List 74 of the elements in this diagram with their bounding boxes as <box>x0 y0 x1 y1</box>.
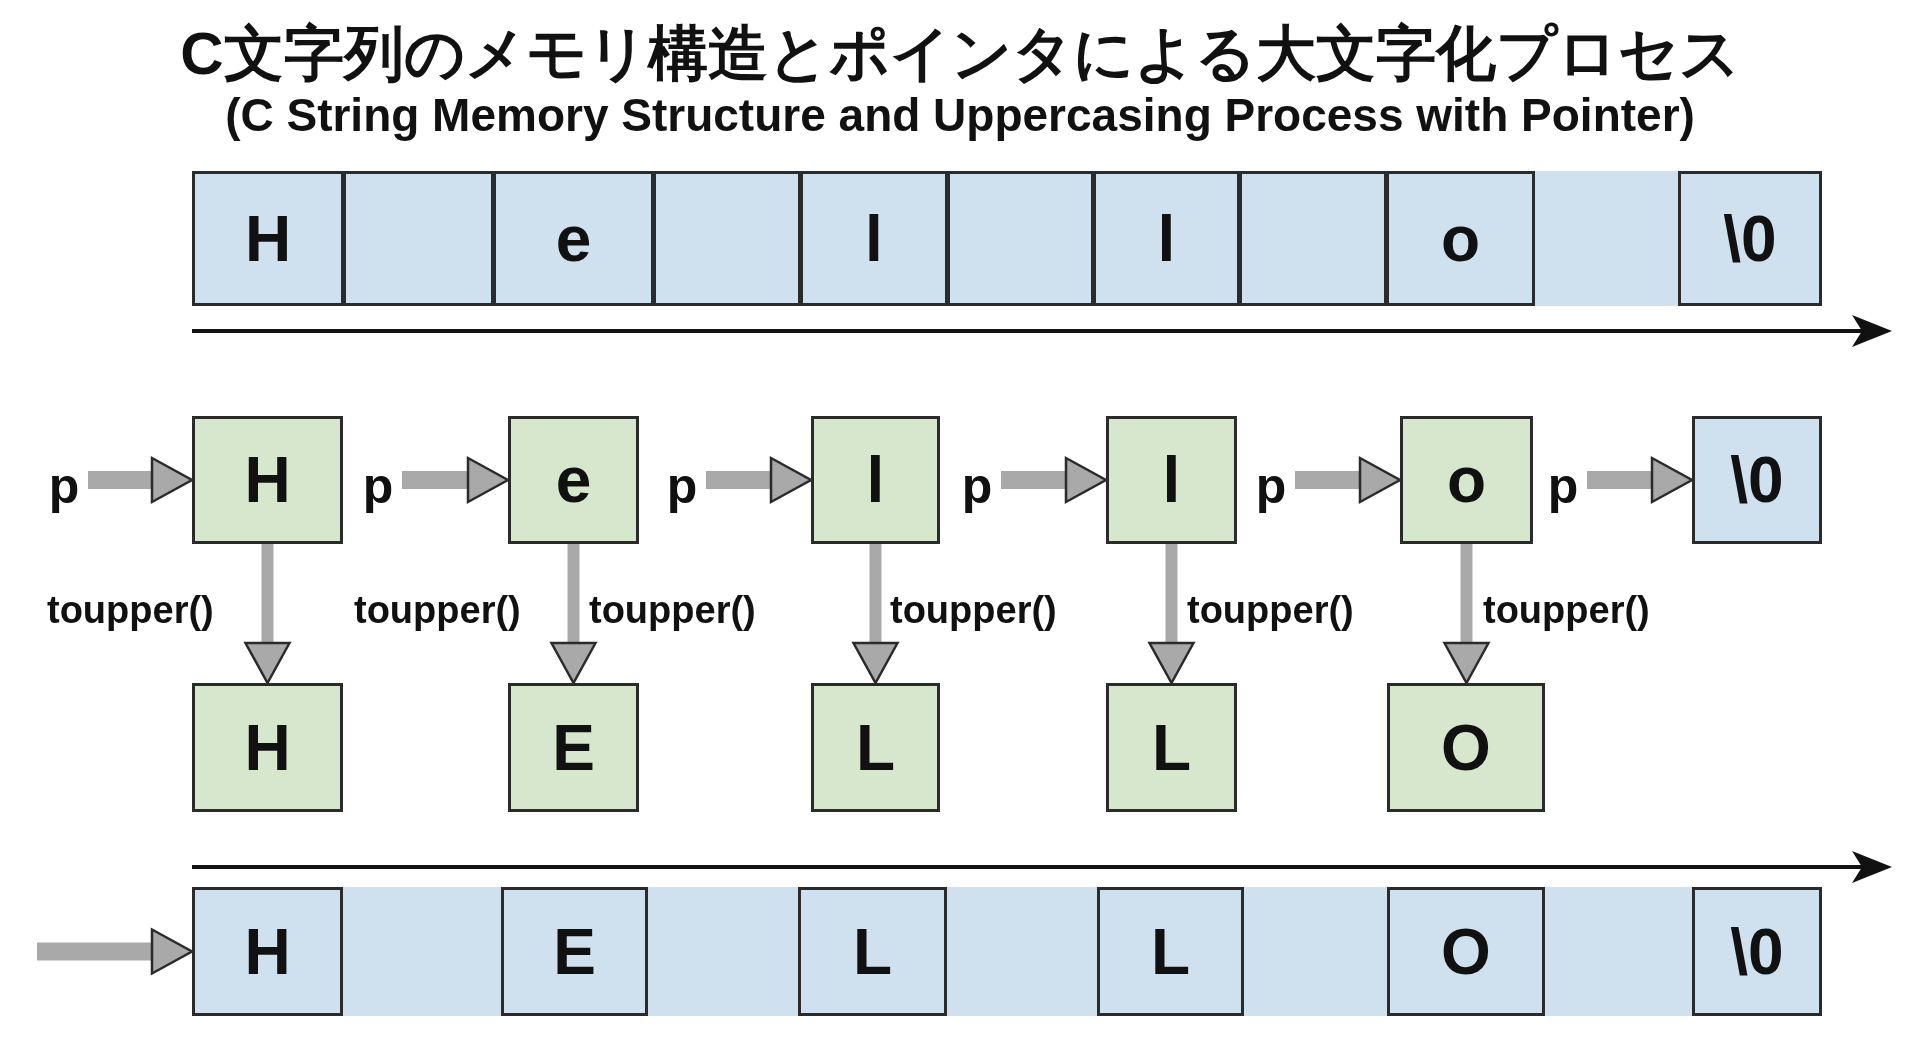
character-box <box>1387 683 1545 812</box>
character: L <box>855 715 896 780</box>
character: l <box>866 448 885 512</box>
character-box <box>1400 416 1533 544</box>
character-box <box>1106 683 1237 812</box>
arrow <box>1001 456 1108 504</box>
character: l <box>1162 448 1181 512</box>
arrow <box>244 544 291 685</box>
edge-label: toupper() <box>1187 590 1354 632</box>
memory-cell <box>1387 887 1545 1016</box>
character: o <box>1446 448 1487 512</box>
memory-band <box>192 887 1822 1016</box>
pointer-label: p <box>358 456 398 516</box>
character: e <box>555 206 592 271</box>
memory-cell <box>1678 171 1822 306</box>
title: C文字列のメモリ構造とポインタによる大文字化プロセス <box>180 20 1740 87</box>
arrow <box>852 544 899 685</box>
memory-band <box>192 171 1822 306</box>
character: l <box>1157 206 1176 271</box>
memory-cell <box>1097 887 1244 1016</box>
arrow <box>1295 456 1402 504</box>
memory-cell <box>192 887 343 1016</box>
character-box <box>811 683 940 812</box>
character: L <box>852 919 893 984</box>
character-box <box>1106 416 1237 544</box>
character: E <box>552 715 595 780</box>
character-box <box>192 416 343 544</box>
arrow <box>550 544 597 685</box>
character-box <box>508 683 639 812</box>
pointer-label: p <box>44 456 84 516</box>
memory-cell <box>192 171 344 306</box>
edge-label: toupper() <box>354 590 521 632</box>
pointer-label: p <box>662 456 702 516</box>
character: e <box>555 448 592 512</box>
memory-cell <box>1692 416 1822 544</box>
character: \0 <box>1730 919 1784 984</box>
edge-label: toupper() <box>47 590 214 632</box>
character-box <box>811 416 940 544</box>
character: H <box>244 448 291 512</box>
pointer-label: p <box>1251 456 1291 516</box>
memory-cell <box>798 887 947 1016</box>
character-box <box>192 683 343 812</box>
character: H <box>244 715 291 780</box>
memory-cell <box>800 171 948 306</box>
character: l <box>865 206 883 271</box>
character-box <box>508 416 639 544</box>
arrow <box>1587 456 1694 504</box>
memory-cell <box>501 887 648 1016</box>
character: o <box>1440 206 1481 271</box>
memory-cell <box>493 171 654 306</box>
subtitle: (C String Memory Structure and Uppercasing Process with Pointer) <box>225 89 1695 141</box>
arrow <box>402 456 510 504</box>
character: E <box>553 919 596 984</box>
arrow <box>1148 544 1195 685</box>
memory-cell <box>1093 171 1240 306</box>
character: H <box>244 919 291 984</box>
character: L <box>1151 715 1192 780</box>
character: H <box>244 206 292 271</box>
pointer-label: p <box>957 456 997 516</box>
edge-label: toupper() <box>1483 590 1650 632</box>
character: \0 <box>1723 206 1777 271</box>
arrow <box>706 456 813 504</box>
character: O <box>1441 715 1491 780</box>
arrow <box>37 928 194 975</box>
arrow <box>1443 544 1490 685</box>
character: O <box>1441 919 1491 984</box>
character: L <box>1150 919 1191 984</box>
memory-cell <box>1386 171 1535 306</box>
memory-cell <box>1692 887 1822 1016</box>
character: \0 <box>1730 448 1784 512</box>
edge-label: toupper() <box>890 590 1057 632</box>
arrow <box>88 456 194 504</box>
function-label: toupper() <box>589 590 756 632</box>
pointer-label: p <box>1543 456 1583 516</box>
